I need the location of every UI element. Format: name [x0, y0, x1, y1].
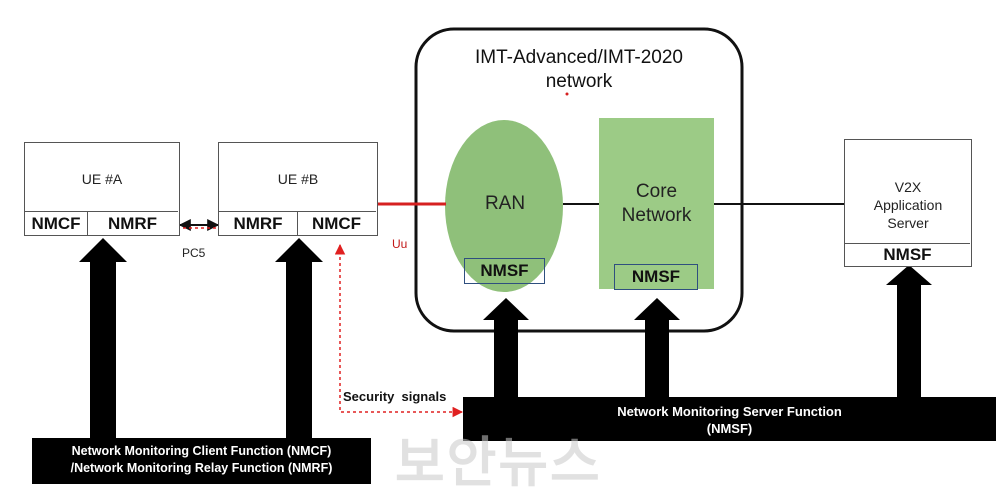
ran-nmsf-box: NMSF	[464, 258, 545, 284]
ran-ellipse	[445, 120, 563, 292]
network-title: IMT-Advanced/IMT-2020 network	[416, 46, 742, 94]
v2x-line2: Application	[873, 197, 943, 213]
core-nmsf-box: NMSF	[614, 264, 698, 290]
v2x-line1: V2X	[894, 179, 922, 195]
v2x-server-box: V2X Application Server NMSF	[844, 139, 972, 267]
arrow-core	[634, 298, 680, 400]
ran-label: RAN	[484, 193, 526, 214]
nmsf-bar: Network Monitoring Server Function (NMSF…	[463, 397, 996, 441]
ue-a-nmcf: NMCF	[25, 211, 88, 236]
core-network-label: Core Network	[599, 180, 714, 228]
pc5-label: PC5	[182, 246, 206, 260]
watermark: 보안뉴스	[395, 431, 602, 494]
v2x-line3: Server	[887, 215, 929, 231]
core-network-box	[599, 118, 714, 289]
ue-b-title: UE #B	[277, 171, 319, 187]
ue-b-nmrf: NMRF	[219, 211, 298, 236]
ue-a-box: UE #A NMCF NMRF	[24, 142, 180, 236]
core-label-line2: Network	[621, 205, 692, 226]
nmsf-bar-line1: Network Monitoring Server Function	[617, 404, 842, 419]
ue-a-nmrf: NMRF	[87, 211, 178, 236]
network-title-line1: IMT-Advanced/IMT-2020	[474, 47, 684, 68]
network-title-line2: network	[545, 71, 613, 92]
nmcf-bar-line1: Network Monitoring Client Function (NMCF…	[71, 444, 332, 458]
security-signals-label: Security signals	[343, 389, 447, 404]
arrow-v2x	[886, 265, 932, 400]
core-label-line1: Core	[635, 181, 678, 202]
nmcf-nmrf-bar: Network Monitoring Client Function (NMCF…	[32, 438, 371, 484]
uu-label: Uu	[392, 237, 408, 251]
ue-b-box: UE #B NMRF NMCF	[218, 142, 378, 236]
arrow-ran	[483, 298, 529, 400]
ue-b-nmcf: NMCF	[297, 211, 376, 236]
v2x-nmsf-box: NMSF	[845, 243, 970, 266]
nmcf-bar-line2: /Network Monitoring Relay Function (NMRF…	[70, 461, 333, 475]
arrow-ue-b	[275, 238, 323, 440]
nmsf-bar-line2: (NMSF)	[706, 421, 753, 436]
title-dot	[565, 92, 569, 96]
arrow-ue-a	[79, 238, 127, 440]
security-signal-path	[334, 243, 464, 418]
v2x-server-label: V2X Application Server	[845, 178, 971, 232]
ue-a-title: UE #A	[81, 171, 123, 187]
